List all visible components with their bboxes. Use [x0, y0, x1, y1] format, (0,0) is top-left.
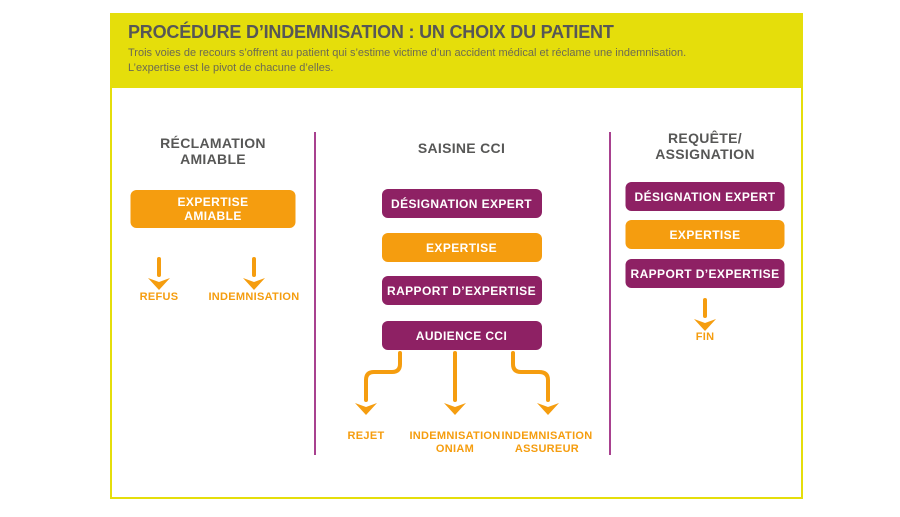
- column-title-reclamation: RÉCLAMATION AMIABLE: [160, 135, 266, 167]
- column-title-saisine: SAISINE CCI: [417, 140, 506, 156]
- node-designation-expert: DÉSIGNATION EXPERT: [625, 182, 785, 211]
- branch-arrows-icon: [355, 351, 559, 415]
- column-saisine-cci: SAISINE CCI DÉSIGNATION EXPERT EXPERTISE…: [314, 88, 609, 497]
- outcome-indemnisation: INDEMNISATION: [208, 291, 300, 303]
- arrow-down-icon: [694, 298, 716, 331]
- header-band: PROCÉDURE D’INDEMNISATION : UN CHOIX DU …: [110, 13, 803, 88]
- outcome-fin: FIN: [695, 331, 715, 343]
- page-title: PROCÉDURE D’INDEMNISATION : UN CHOIX DU …: [128, 22, 614, 42]
- column-title-requete: REQUÊTE/ ASSIGNATION: [655, 130, 755, 162]
- arrow-down-icon: [243, 257, 265, 290]
- node-expertise: EXPERTISE: [625, 220, 785, 249]
- node-expertise-amiable: EXPERTISE AMIABLE: [130, 190, 296, 228]
- node-expertise: EXPERTISE: [381, 233, 542, 262]
- outcome-rejet: REJET: [347, 430, 385, 442]
- column-divider-left: [314, 132, 316, 455]
- outcome-refus: REFUS: [139, 291, 179, 303]
- outcome-indemnisation-oniam: INDEMNISATION ONIAM: [409, 430, 501, 455]
- column-reclamation-amiable: RÉCLAMATION AMIABLE EXPERTISE AMIABLE RE…: [112, 88, 314, 497]
- outcome-indemnisation-assureur: INDEMNISATION ASSUREUR: [501, 430, 593, 455]
- procedure-panel: PROCÉDURE D’INDEMNISATION : UN CHOIX DU …: [110, 13, 803, 499]
- arrow-down-icon: [148, 257, 170, 290]
- column-divider-right: [609, 132, 611, 455]
- node-designation-expert: DÉSIGNATION EXPERT: [381, 189, 542, 218]
- column-requete-assignation: REQUÊTE/ ASSIGNATION DÉSIGNATION EXPERT …: [609, 88, 801, 497]
- node-audience-cci: AUDIENCE CCI: [381, 321, 542, 350]
- node-rapport-expertise: RAPPORT D’EXPERTISE: [625, 259, 785, 288]
- header-subtitle: Trois voies de recours s’offrent au pati…: [128, 47, 687, 74]
- node-rapport-expertise: RAPPORT D’EXPERTISE: [381, 276, 542, 305]
